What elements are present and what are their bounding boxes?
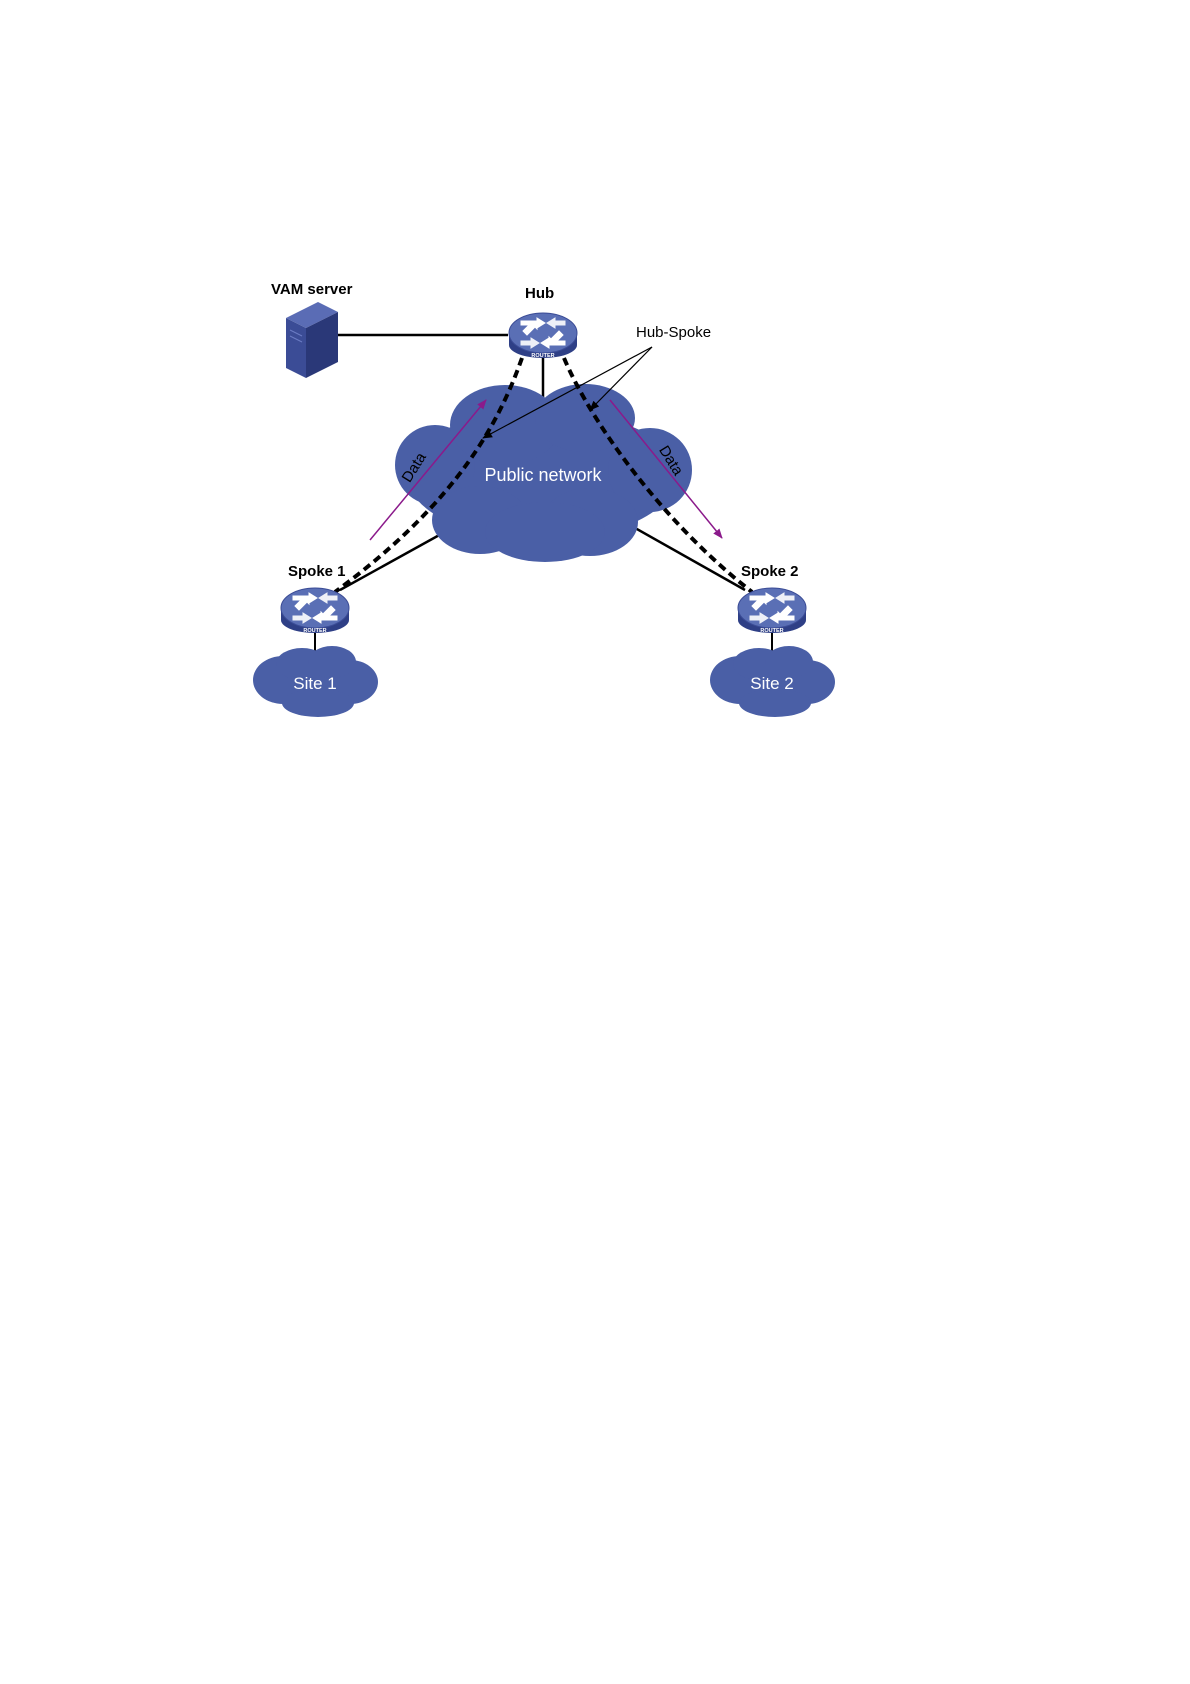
spoke1-label: Spoke 1 bbox=[288, 563, 346, 580]
site2-label: Site 2 bbox=[750, 674, 793, 693]
link-spoke2-cloud bbox=[635, 528, 745, 590]
spoke2-router-icon: ROUTER bbox=[738, 588, 806, 634]
site1-label: Site 1 bbox=[293, 674, 336, 693]
public-network-label: Public network bbox=[484, 465, 602, 485]
spoke1-router-caption: ROUTER bbox=[303, 628, 326, 634]
spoke1-router-icon: ROUTER bbox=[281, 588, 349, 634]
hub-spoke-label: Hub-Spoke bbox=[636, 324, 711, 341]
hub-router-icon: ROUTER bbox=[509, 313, 577, 359]
spoke2-label: Spoke 2 bbox=[741, 563, 799, 580]
hub-router-caption: ROUTER bbox=[531, 353, 554, 359]
vam-server-icon bbox=[286, 302, 338, 378]
hub-label: Hub bbox=[525, 285, 554, 302]
vam-server-label: VAM server bbox=[271, 281, 353, 298]
spoke2-router-caption: ROUTER bbox=[760, 628, 783, 634]
link-spoke1-cloud bbox=[340, 528, 452, 590]
